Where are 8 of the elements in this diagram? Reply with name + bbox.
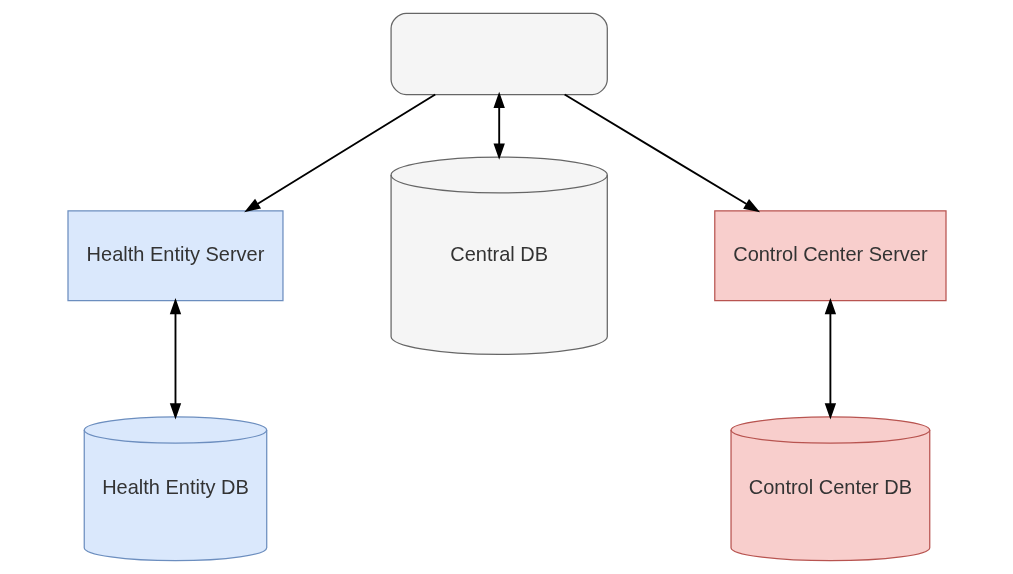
node-box [389, 12, 608, 96]
arrow [169, 298, 181, 420]
arrow [493, 91, 505, 160]
arrow [563, 93, 760, 213]
node-box: Control Center Server [713, 210, 947, 302]
node-box: Health Entity Server [66, 210, 284, 302]
arrow [824, 298, 836, 420]
arrow [243, 93, 436, 213]
